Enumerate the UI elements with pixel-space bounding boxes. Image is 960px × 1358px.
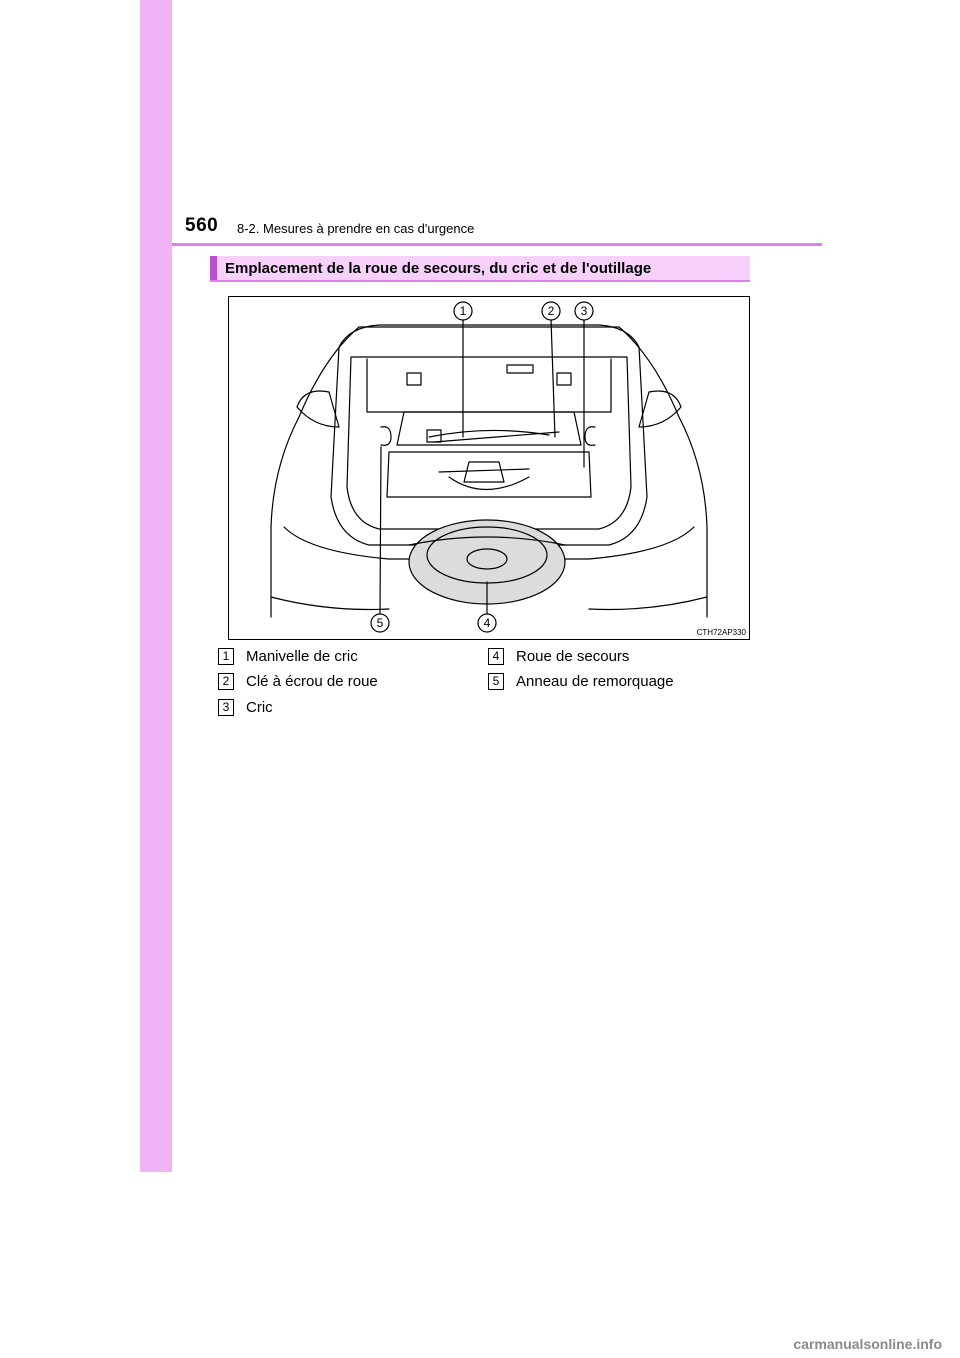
trunk-drawing: 1 2 3 4 5 xyxy=(270,301,708,633)
legend-label: Clé à écrou de roue xyxy=(246,672,378,690)
watermark: carmanualsonline.info xyxy=(793,1336,942,1352)
legend-number: 2 xyxy=(218,672,234,690)
wheel-wrench-shape xyxy=(433,431,560,443)
legend-label: Roue de secours xyxy=(516,647,630,665)
page-number: 560 xyxy=(185,215,219,236)
trunk-inner xyxy=(346,356,632,530)
callout-4-circle xyxy=(477,613,497,633)
seat-backs xyxy=(366,358,612,413)
bumper-edge xyxy=(408,536,566,546)
legend-number: 4 xyxy=(488,647,504,665)
legend-item: 1 Manivelle de cric xyxy=(218,646,358,666)
figure-code: CTH72AP330 xyxy=(696,628,746,637)
header-rule xyxy=(172,243,822,246)
legend-item: 5 Anneau de remorquage xyxy=(488,671,674,691)
side-hook-left xyxy=(380,426,392,446)
section-title: Emplacement de la roue de secours, du cr… xyxy=(225,260,652,277)
seat-latch-right xyxy=(556,372,572,386)
callout-1: 1 xyxy=(460,304,467,318)
legend-label: Cric xyxy=(246,698,273,716)
jack-cavity xyxy=(448,476,530,491)
trunk-opening xyxy=(330,324,648,546)
jack-shape xyxy=(438,461,530,483)
leader-line-2 xyxy=(550,318,556,438)
trunk-illustration: 1 2 3 4 5 CTH72AP330 xyxy=(228,296,750,640)
tray-icon xyxy=(426,429,442,443)
callout-3-circle xyxy=(574,301,594,321)
legend-item: 3 Cric xyxy=(218,697,273,717)
legend-number: 1 xyxy=(218,647,234,665)
callout-4: 4 xyxy=(484,616,491,630)
side-hook-right xyxy=(584,426,596,446)
callout-2: 2 xyxy=(548,304,555,318)
legend-label: Anneau de remorquage xyxy=(516,672,674,690)
legend-item: 2 Clé à écrou de roue xyxy=(218,671,378,691)
legend-label: Manivelle de cric xyxy=(246,647,358,665)
leader-line-5 xyxy=(379,446,382,614)
sidebar-tab xyxy=(140,0,172,1172)
legend-number: 3 xyxy=(218,698,234,716)
legend-item: 4 Roue de secours xyxy=(488,646,629,666)
section-marker xyxy=(210,256,217,280)
seat-latch-center xyxy=(506,364,534,374)
bumper-left-line xyxy=(270,596,390,611)
callout-1-circle xyxy=(453,301,473,321)
car-body-outline xyxy=(270,326,708,618)
tail-light-right xyxy=(638,390,682,428)
callout-3: 3 xyxy=(581,304,588,318)
callout-5: 5 xyxy=(377,616,384,630)
spare-wheel-hub xyxy=(466,548,508,570)
callout-2-circle xyxy=(541,301,561,321)
bumper-right-line xyxy=(588,596,708,611)
seat-latch-left xyxy=(406,372,422,386)
tool-tray xyxy=(396,411,582,446)
tail-light-left xyxy=(296,390,340,428)
jack-handle-shape xyxy=(428,429,550,438)
chapter-title: 8-2. Mesures à prendre en cas d'urgence xyxy=(237,221,475,236)
callout-5-circle xyxy=(370,613,390,633)
legend-number: 5 xyxy=(488,672,504,690)
section-heading: Emplacement de la roue de secours, du cr… xyxy=(210,256,750,282)
jack-tray xyxy=(386,451,592,498)
